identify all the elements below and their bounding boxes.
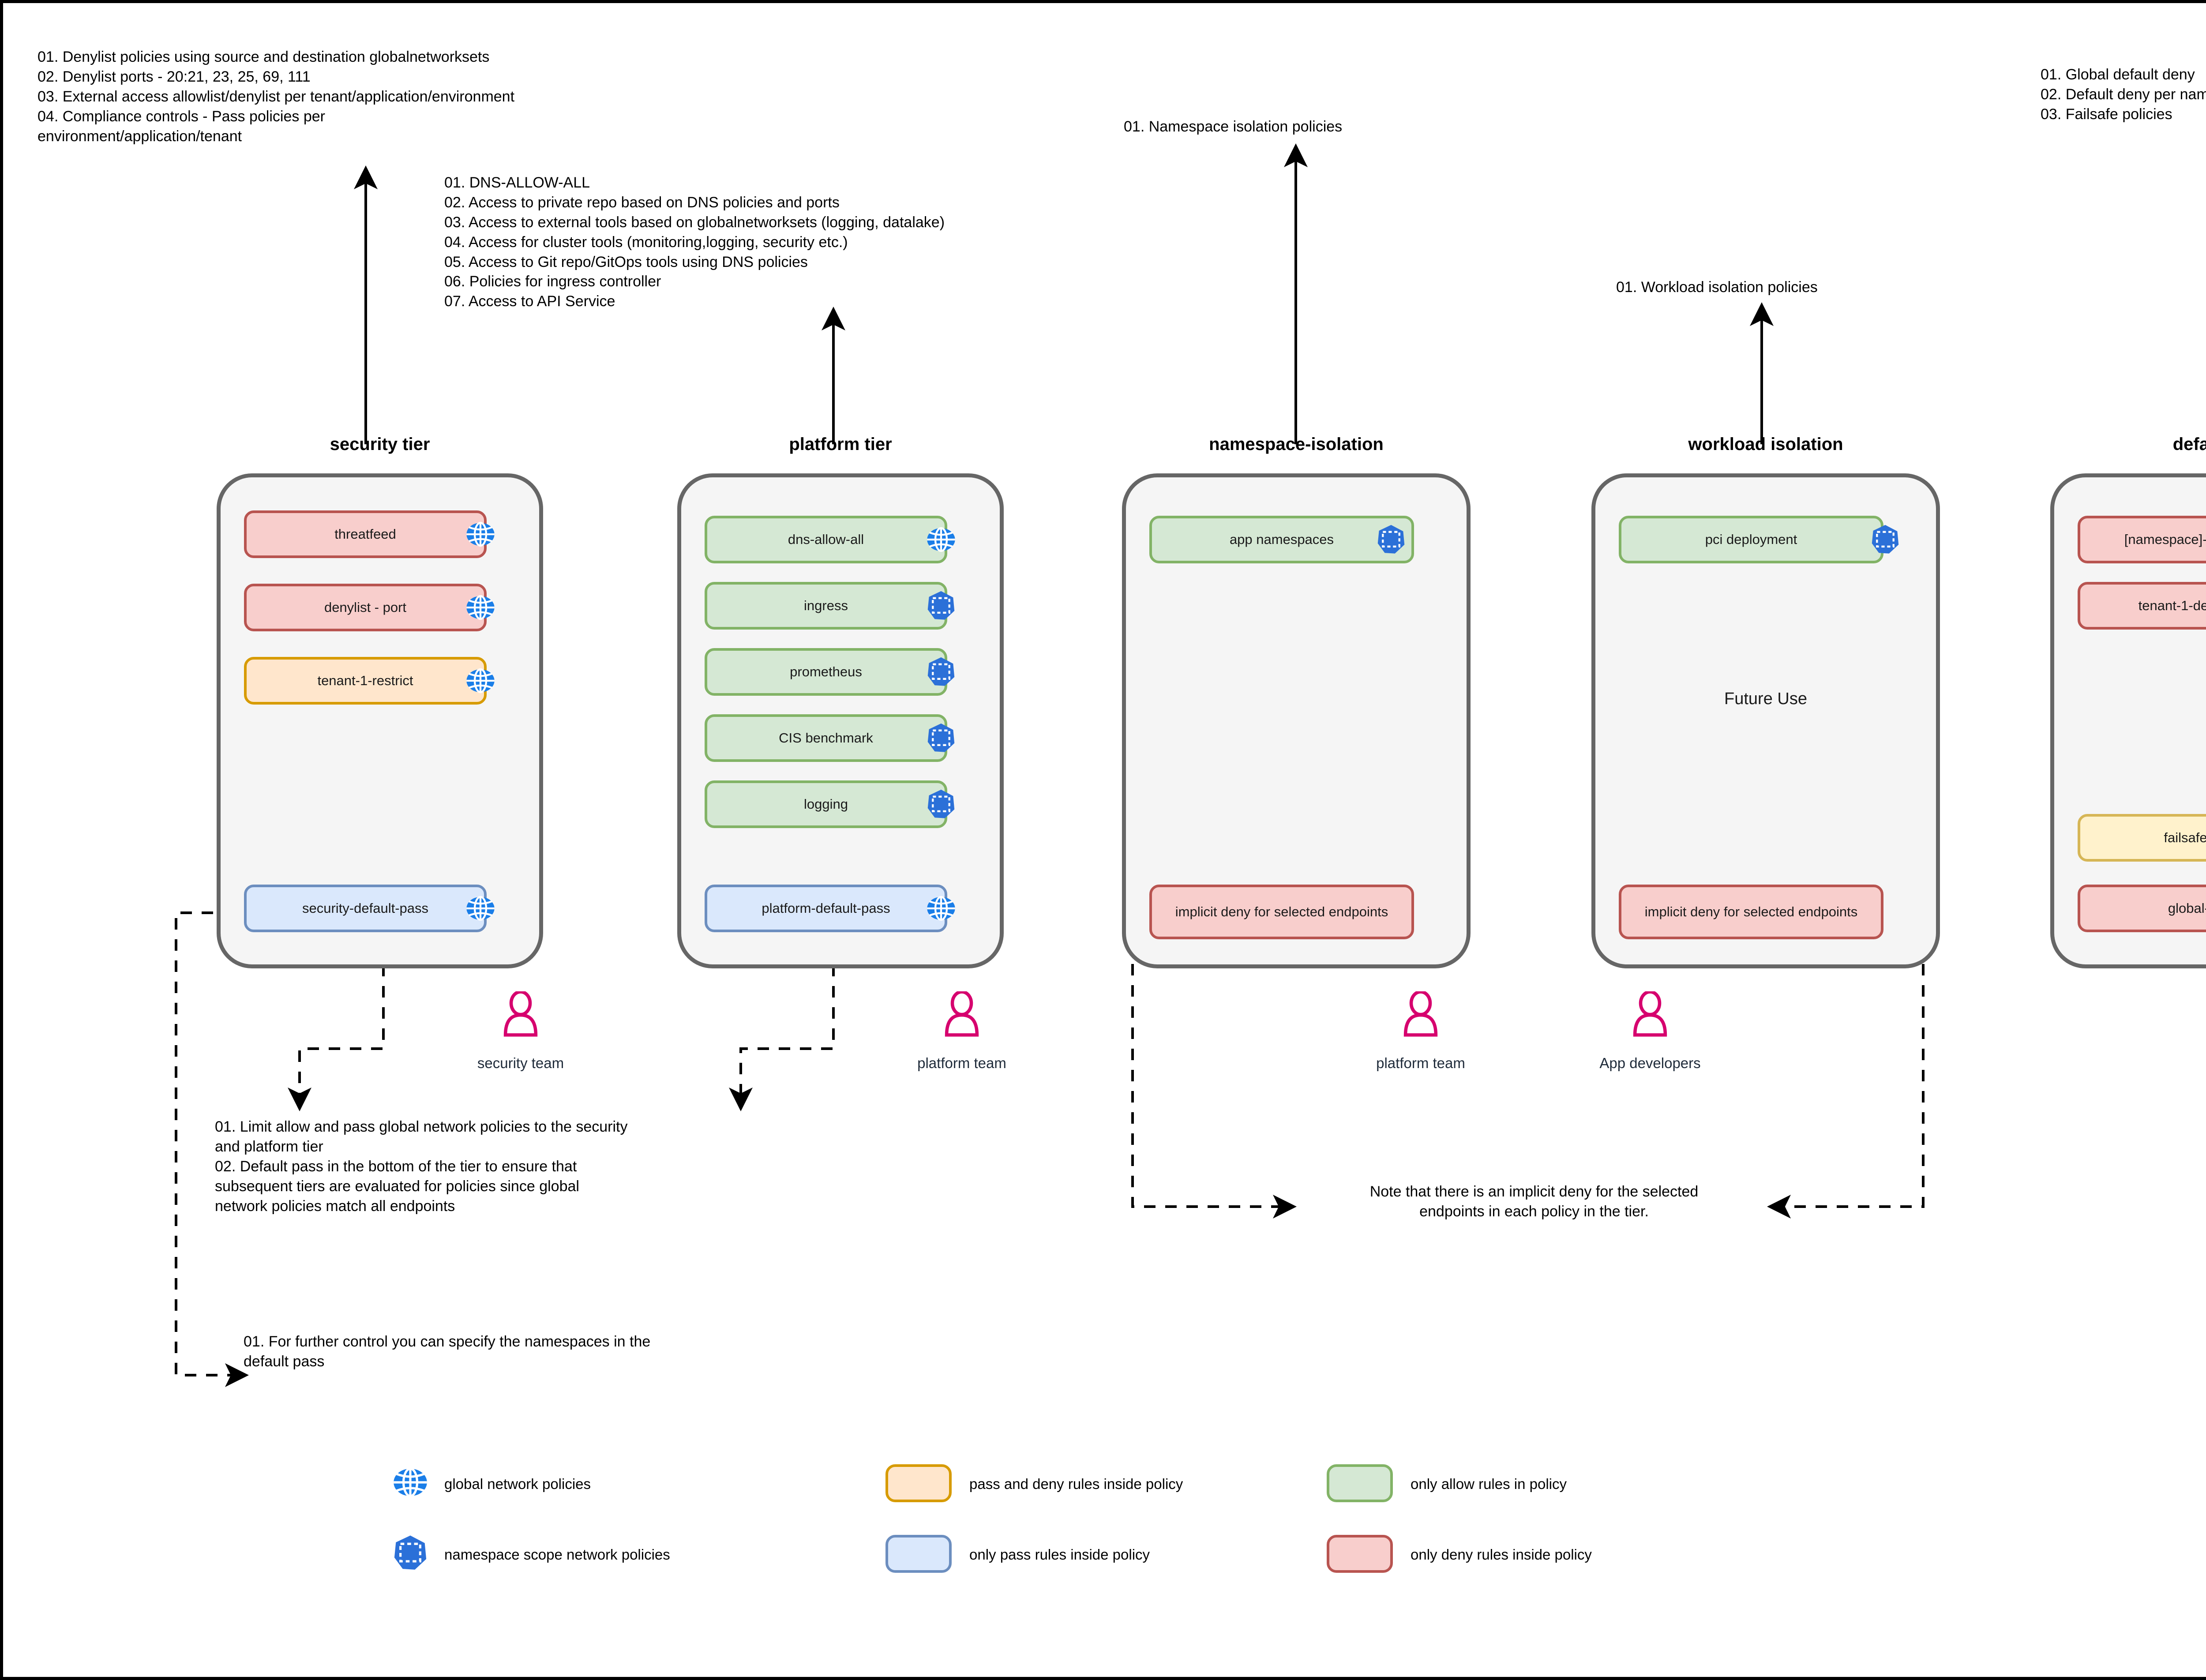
policy-box-platform-default-pass[interactable]: platform-default-pass	[705, 885, 947, 932]
policy-box-threatfeed[interactable]: threatfeed	[244, 510, 487, 558]
policy-box-logging[interactable]: logging	[705, 780, 947, 828]
tier-title-default-tier: default tier	[2172, 435, 2206, 454]
globe-icon	[465, 665, 496, 699]
workload-isolation-annotation: 01. Workload isolation policies	[1616, 279, 1818, 296]
namespace-scope-icon	[1869, 524, 1901, 558]
globe-icon	[925, 524, 957, 558]
policy-box-security-default-pass[interactable]: security-default-pass	[244, 885, 487, 932]
bottom-left-note: 01. Limit allow and pass global network …	[215, 1118, 628, 1215]
policy-box-global-deny[interactable]: global-deny	[2078, 885, 2206, 932]
platform-tier-annotation: 01. DNS-ALLOW-ALL 02. Access to private …	[444, 174, 945, 310]
tier-title-platform-tier: platform tier	[789, 435, 892, 454]
legend-swatch-red	[1327, 1535, 1393, 1573]
implicit-deny-note: Note that there is an implicit deny for …	[1369, 1183, 1699, 1220]
team-owner-label: security team	[477, 1055, 564, 1071]
policy-box-tenant-1-default-deny[interactable]: tenant-1-default-deny	[2078, 582, 2206, 630]
namespace-scope-icon	[1375, 524, 1407, 558]
legend-swatch-blue	[885, 1535, 952, 1573]
policy-box-dns-allow-all[interactable]: dns-allow-all	[705, 516, 947, 563]
further-control-note: 01. For further control you can specify …	[244, 1333, 651, 1370]
namespace-scope-icon	[925, 788, 957, 822]
policy-box-failsafe-allow[interactable]: failsafe-allow	[2078, 814, 2206, 862]
policy-box-implicit-deny-for-selected-endpoints[interactable]: implicit deny for selected endpoints	[1619, 885, 1883, 939]
policy-box-ingress[interactable]: ingress	[705, 582, 947, 630]
policy-box-denylist-port[interactable]: denylist - port	[244, 584, 487, 631]
person-icon	[1631, 990, 1669, 1041]
policy-box-app-namespaces[interactable]: app namespaces	[1149, 516, 1414, 563]
tier-title-namespace-isolation: namespace-isolation	[1209, 435, 1384, 454]
person-icon	[943, 990, 981, 1041]
globe-icon	[925, 892, 957, 926]
namespace-isolation-annotation: 01. Namespace isolation policies	[1124, 118, 1343, 135]
policy-box-implicit-deny-for-selected-endpoints[interactable]: implicit deny for selected endpoints	[1149, 885, 1414, 939]
globe-icon	[465, 592, 496, 626]
team-owner-label: platform team	[1376, 1055, 1465, 1071]
namespace-scope-icon	[925, 590, 957, 624]
default-tier-annotation: 01. Global default deny 02. Default deny…	[2041, 66, 2206, 123]
legend-swatch-green	[1327, 1464, 1393, 1502]
person-icon	[1402, 990, 1440, 1041]
legend-label: global network policies	[444, 1476, 591, 1492]
globe-icon	[465, 892, 496, 926]
legend-label: namespace scope network policies	[444, 1546, 670, 1563]
policy-box-tenant-1-restrict[interactable]: tenant-1-restrict	[244, 657, 487, 705]
tier-title-workload-isolation: workload isolation	[1688, 435, 1843, 454]
legend-label: only allow rules in policy	[1411, 1476, 1567, 1492]
person-icon	[502, 990, 540, 1041]
namespace-scope-icon	[925, 656, 957, 690]
security-tier-annotation: 01. Denylist policies using source and d…	[38, 49, 515, 145]
globe-icon	[465, 518, 496, 552]
namespace-scope-icon	[391, 1534, 429, 1574]
team-owner-label: platform team	[917, 1055, 1006, 1071]
legend: global network policies namespace scope …	[391, 1450, 1803, 1591]
policy-box-pci-deployment[interactable]: pci deployment	[1619, 516, 1883, 563]
team-owner-label: App developers	[1599, 1055, 1701, 1071]
globe-icon	[391, 1463, 429, 1504]
legend-label: only pass rules inside policy	[969, 1546, 1150, 1563]
policy-box-prometheus[interactable]: prometheus	[705, 648, 947, 696]
legend-swatch-amber	[885, 1464, 952, 1502]
policy-box-cis-benchmark[interactable]: CIS benchmark	[705, 714, 947, 762]
policy-box-namespace-default-deny[interactable]: [namespace]-default-deny	[2078, 516, 2206, 563]
tier-title-security-tier: security tier	[330, 435, 430, 454]
legend-label: only deny rules inside policy	[1411, 1546, 1592, 1563]
namespace-scope-icon	[925, 722, 957, 756]
legend-label: pass and deny rules inside policy	[969, 1476, 1183, 1492]
future-use-label: Future Use	[1724, 690, 1807, 708]
